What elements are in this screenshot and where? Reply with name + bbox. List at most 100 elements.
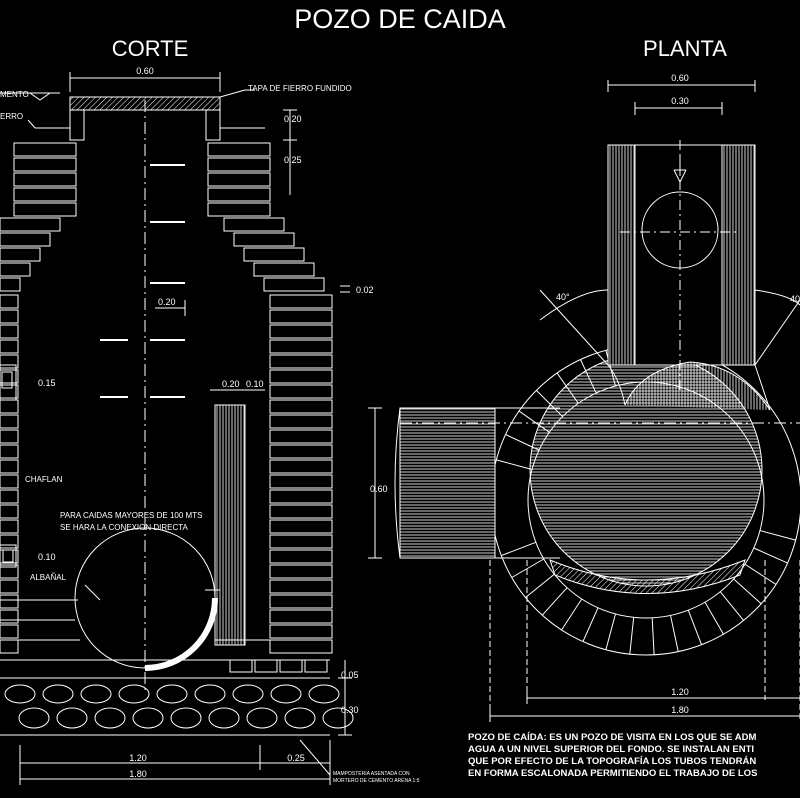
brick bbox=[269, 594, 333, 609]
radial-brick-joint bbox=[753, 547, 788, 564]
brick bbox=[0, 232, 51, 247]
brick bbox=[233, 232, 295, 247]
corte-right-wall bbox=[207, 142, 333, 673]
brick bbox=[13, 142, 77, 157]
radial-brick-joint bbox=[719, 591, 744, 621]
brick bbox=[279, 659, 303, 673]
corte-dim-010b: 0.10 bbox=[38, 552, 56, 562]
brick bbox=[0, 504, 19, 519]
radial-brick-joint bbox=[629, 617, 635, 655]
description-line2: AGUA A UN NIVEL SUPERIOR DEL FONDO. SE I… bbox=[468, 744, 754, 755]
stone bbox=[308, 684, 340, 704]
radial-brick-joint bbox=[501, 541, 537, 557]
brick bbox=[0, 399, 19, 414]
brick bbox=[269, 414, 333, 429]
radial-brick-joint bbox=[536, 390, 563, 417]
corte-label-pavimento: MENTO bbox=[0, 90, 29, 99]
corte-dim-005: 0.05 bbox=[341, 670, 359, 680]
radial-brick-joint bbox=[518, 410, 550, 433]
brick bbox=[207, 187, 271, 202]
brick bbox=[269, 399, 333, 414]
brick bbox=[269, 324, 333, 339]
radial-brick-joint bbox=[556, 372, 579, 404]
main-title: POZO DE CAIDA bbox=[294, 4, 506, 34]
brick bbox=[0, 294, 19, 309]
brick bbox=[13, 172, 77, 187]
radial-brick-joint bbox=[687, 609, 703, 645]
brick bbox=[253, 262, 315, 277]
corte-dim-025: 0.25 bbox=[284, 155, 302, 165]
brick bbox=[269, 624, 333, 639]
radial-brick-joint bbox=[541, 587, 568, 616]
brick bbox=[269, 339, 333, 354]
corte-left-wall bbox=[0, 142, 77, 654]
brick bbox=[207, 157, 271, 172]
brick bbox=[0, 444, 19, 459]
brick bbox=[0, 624, 19, 639]
radial-brick-joint bbox=[759, 530, 796, 541]
brick bbox=[269, 504, 333, 519]
brick bbox=[269, 549, 333, 564]
brick bbox=[0, 564, 19, 579]
brick bbox=[0, 609, 19, 624]
radial-brick-joint bbox=[651, 617, 655, 655]
brick bbox=[269, 489, 333, 504]
brick bbox=[0, 414, 19, 429]
brick bbox=[269, 474, 333, 489]
radial-brick-joint bbox=[744, 563, 777, 585]
brick bbox=[269, 309, 333, 324]
stone bbox=[132, 707, 164, 729]
radial-brick-joint bbox=[733, 578, 762, 605]
stone bbox=[194, 684, 226, 704]
corte-dim-180: 1.80 bbox=[129, 769, 147, 779]
brick bbox=[207, 202, 271, 217]
brick bbox=[269, 639, 333, 654]
planta-dim-side: 0.60 bbox=[370, 484, 388, 494]
brick bbox=[0, 354, 19, 369]
brick bbox=[269, 444, 333, 459]
planta-radial-bricks bbox=[496, 350, 796, 655]
stone bbox=[80, 684, 112, 704]
brick bbox=[0, 262, 31, 277]
brick bbox=[269, 354, 333, 369]
corte-label-mamposteria2: MORTERO DE CEMENTO ARENA 1:5 bbox=[333, 778, 420, 784]
brick bbox=[269, 459, 333, 474]
brick bbox=[269, 384, 333, 399]
corte-dim-015: 0.15 bbox=[38, 378, 56, 388]
brick bbox=[0, 489, 19, 504]
stone bbox=[284, 707, 316, 729]
brick bbox=[0, 579, 19, 594]
radial-brick-joint bbox=[511, 558, 545, 578]
brick bbox=[269, 534, 333, 549]
brick bbox=[207, 142, 271, 157]
corte-dim-002: 0.02 bbox=[356, 285, 374, 295]
corte-dim-020c: 0.20 bbox=[222, 379, 240, 389]
corte-label-chaflan: CHAFLAN bbox=[25, 475, 63, 484]
corte-label-fierro: ERRO bbox=[0, 112, 23, 121]
brick bbox=[13, 187, 77, 202]
corte-dim-020a: 0.20 bbox=[284, 114, 302, 124]
brick bbox=[0, 534, 19, 549]
brick bbox=[269, 519, 333, 534]
stone bbox=[56, 707, 88, 729]
corte-inner bbox=[0, 109, 352, 785]
radial-brick-joint bbox=[582, 607, 599, 642]
corte-dim-010a: 0.10 bbox=[246, 379, 264, 389]
planta-dim-060: 0.60 bbox=[671, 73, 689, 83]
brick bbox=[223, 217, 285, 232]
stone bbox=[246, 707, 278, 729]
brick bbox=[0, 519, 19, 534]
stone bbox=[270, 684, 302, 704]
corte-dim-030: 0.30 bbox=[341, 705, 359, 715]
planta-heading: PLANTA bbox=[643, 36, 727, 61]
brick bbox=[0, 309, 19, 324]
corte-dim-120: 1.20 bbox=[129, 753, 147, 763]
planta-dim-180: 1.80 bbox=[671, 705, 689, 715]
planta-dim-120: 1.20 bbox=[671, 687, 689, 697]
corte-dim-top: 0.60 bbox=[136, 66, 154, 76]
description-line3: QUE POR EFECTO DE LA TOPOGRAFÍA LOS TUBO… bbox=[468, 756, 756, 767]
radial-brick-joint bbox=[525, 573, 555, 598]
description-block: POZO DE CAÍDA: ES UN POZO DE VISITA EN L… bbox=[468, 732, 757, 779]
